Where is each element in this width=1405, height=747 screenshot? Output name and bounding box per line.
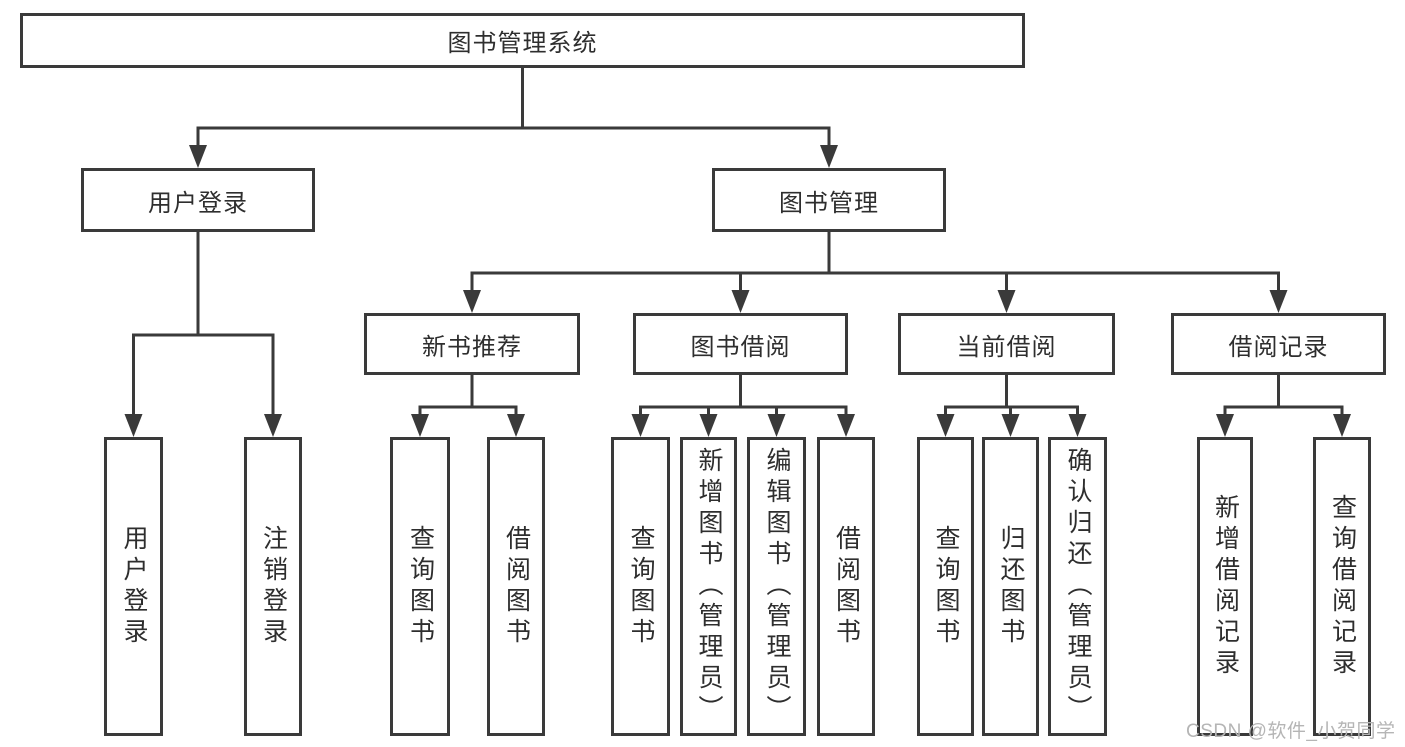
leaf-cb-return-books-label: 归还图书 xyxy=(997,524,1025,649)
leaf-br-query-record-label: 查询借阅记录 xyxy=(1328,493,1357,680)
leaf-bb-query-books-label: 查询图书 xyxy=(627,524,655,649)
node-root: 图书管理系统 xyxy=(20,13,1025,68)
node-user-login: 用户登录 xyxy=(81,168,315,232)
arrowheads xyxy=(124,145,1351,437)
leaf-bb-add-books-admin-label: 新增图书（管理员） xyxy=(695,447,723,726)
leaf-cb-query-books: 查询图书 xyxy=(917,437,974,736)
leaf-bb-edit-books-admin: 编辑图书（管理员） xyxy=(747,437,806,736)
leaf-br-add-record-label: 新增借阅记录 xyxy=(1211,493,1240,680)
leaf-nb-query-books: 查询图书 xyxy=(390,437,450,736)
node-borrow-records: 借阅记录 xyxy=(1171,313,1386,375)
node-new-book-recommend-label: 新书推荐 xyxy=(422,333,522,361)
leaf-user-login-label: 用户登录 xyxy=(120,524,148,649)
csdn-watermark: CSDN @软件_小贺同学 xyxy=(1186,721,1396,742)
leaf-logout: 注销登录 xyxy=(244,437,302,736)
node-current-borrow-label: 当前借阅 xyxy=(956,333,1057,361)
node-borrow-records-label: 借阅记录 xyxy=(1228,333,1329,361)
leaf-nb-borrow-books-label: 借阅图书 xyxy=(502,524,531,649)
node-book-borrow: 图书借阅 xyxy=(633,313,848,375)
node-book-management-label: 图书管理 xyxy=(779,189,879,217)
leaf-bb-edit-books-admin-label: 编辑图书（管理员） xyxy=(763,447,791,726)
node-book-management: 图书管理 xyxy=(712,168,946,232)
leaf-cb-query-books-label: 查询图书 xyxy=(932,524,960,649)
leaf-logout-label: 注销登录 xyxy=(259,524,288,649)
leaf-bb-add-books-admin: 新增图书（管理员） xyxy=(680,437,737,736)
leaf-cb-confirm-return-admin: 确认归还（管理员） xyxy=(1048,437,1107,736)
leaf-bb-borrow-books: 借阅图书 xyxy=(817,437,875,736)
node-book-borrow-label: 图书借阅 xyxy=(690,333,791,361)
leaf-bb-query-books: 查询图书 xyxy=(611,437,670,736)
leaf-bb-borrow-books-label: 借阅图书 xyxy=(832,524,861,649)
leaf-nb-query-books-label: 查询图书 xyxy=(406,524,435,649)
leaf-nb-borrow-books: 借阅图书 xyxy=(487,437,545,736)
node-user-login-label: 用户登录 xyxy=(148,189,248,217)
leaf-br-query-record: 查询借阅记录 xyxy=(1313,437,1371,736)
node-current-borrow: 当前借阅 xyxy=(898,313,1115,375)
leaf-cb-confirm-return-admin-label: 确认归还（管理员） xyxy=(1064,447,1092,726)
node-root-label: 图书管理系统 xyxy=(447,30,598,57)
leaf-cb-return-books: 归还图书 xyxy=(982,437,1039,736)
node-new-book-recommend: 新书推荐 xyxy=(364,313,580,375)
leaf-br-add-record: 新增借阅记录 xyxy=(1197,437,1253,736)
leaf-user-login: 用户登录 xyxy=(104,437,163,736)
